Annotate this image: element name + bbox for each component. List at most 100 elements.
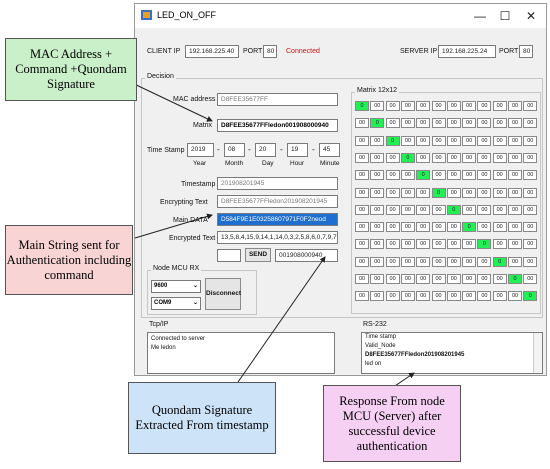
matrix-cell[interactable]: 00 [355,239,369,250]
matrix-cell[interactable]: 00 [355,170,369,181]
matrix-cell[interactable]: 00 [431,291,446,302]
matrix-cell[interactable]: 00 [508,187,522,198]
matrix-cell[interactable]: 00 [400,118,415,129]
matrix-cell[interactable]: 00 [477,152,492,163]
matrix-cell[interactable]: 00 [462,152,477,163]
matrix-cell[interactable]: 00 [492,204,507,215]
matrix-cell[interactable]: 00 [400,256,415,267]
matrix-cell[interactable]: 00 [523,222,538,233]
com-port-select[interactable]: COM9 ⌄ [151,297,201,310]
encrypting-text-field[interactable]: D8FEE35677FFledon201908201945 [217,195,338,208]
matrix-cell[interactable]: 00 [355,204,369,215]
matrix-cell[interactable]: 00 [370,256,385,267]
matrix-cell[interactable]: 00 [355,256,369,267]
matrix-cell[interactable]: 0 [416,170,431,181]
close-button[interactable]: ✕ [525,9,537,23]
matrix-cell[interactable]: 00 [508,135,522,146]
matrix-cell[interactable]: 00 [523,101,538,111]
matrix-cell[interactable]: 00 [477,170,492,181]
matrix-cell[interactable]: 00 [385,239,400,250]
ts-year-field[interactable]: 2019 [187,143,214,157]
matrix-cell[interactable]: 00 [446,152,461,163]
send-input-field[interactable] [217,249,241,262]
matrix-cell[interactable]: 00 [462,256,477,267]
matrix-cell[interactable]: 00 [523,118,538,129]
matrix-cell[interactable]: 00 [370,204,385,215]
matrix-cell[interactable]: 00 [400,291,415,302]
matrix-cell[interactable]: 00 [523,135,538,146]
mac-address-field[interactable]: D8FEE35677FF [217,93,338,106]
matrix-cell[interactable]: 00 [370,239,385,250]
matrix-cell[interactable]: 00 [385,152,400,163]
matrix-cell[interactable]: 00 [462,101,477,111]
matrix-cell[interactable]: 00 [523,274,538,284]
matrix-cell[interactable]: 00 [492,135,507,146]
matrix-cell[interactable]: 00 [355,118,369,129]
matrix-cell[interactable]: 00 [446,118,461,129]
server-ip-field[interactable]: 192.168.225.24 [438,45,496,58]
rs232-log[interactable]: Time stamp Valid_Node D8FEE35677FFledon2… [361,332,543,374]
matrix-cell[interactable]: 00 [385,170,400,181]
matrix-cell[interactable]: 00 [370,101,385,111]
matrix-cell[interactable]: 00 [370,222,385,233]
server-port-field[interactable]: 80 [519,45,533,58]
matrix-cell[interactable]: 00 [431,152,446,163]
matrix-cell[interactable]: 00 [355,274,369,284]
matrix-cell[interactable]: 00 [446,170,461,181]
matrix-cell[interactable]: 00 [477,256,492,267]
matrix-cell[interactable]: 00 [446,135,461,146]
matrix-cell[interactable]: 00 [492,101,507,111]
matrix-cell[interactable]: 00 [462,291,477,302]
matrix-cell[interactable]: 00 [400,101,415,111]
ts-month-field[interactable]: 08 [224,143,245,157]
matrix-cell[interactable]: 00 [355,222,369,233]
matrix-cell[interactable]: 0 [385,135,400,146]
matrix-cell[interactable]: 00 [385,222,400,233]
matrix-cell[interactable]: 00 [477,118,492,129]
send-button[interactable]: SEND [245,248,271,262]
matrix-cell[interactable]: 00 [355,152,369,163]
matrix-cell[interactable]: 00 [416,152,431,163]
matrix-cell[interactable]: 0 [370,118,385,129]
matrix-cell[interactable]: 00 [446,239,461,250]
tcp-log[interactable]: Connected to server Me ledon [147,332,335,374]
matrix-cell[interactable]: 00 [492,239,507,250]
ts-hour-field[interactable]: 19 [287,143,308,157]
matrix-cell[interactable]: 00 [431,101,446,111]
matrix-cell[interactable]: 00 [446,222,461,233]
matrix-cell[interactable]: 00 [462,170,477,181]
matrix-cell[interactable]: 00 [370,274,385,284]
baud-select[interactable]: 9600 ⌄ [151,280,201,293]
matrix-cell[interactable]: 0 [508,274,522,284]
matrix-cell[interactable]: 00 [431,118,446,129]
matrix-field[interactable]: D8FEE35677FFledon001908000940 [217,119,338,132]
matrix-cell[interactable]: 00 [431,135,446,146]
matrix-cell[interactable]: 00 [355,291,369,302]
matrix-cell[interactable]: 00 [508,239,522,250]
matrix-cell[interactable]: 00 [523,256,538,267]
matrix-cell[interactable]: 00 [446,101,461,111]
matrix-cell[interactable]: 00 [446,291,461,302]
matrix-cell[interactable]: 00 [400,239,415,250]
matrix-cell[interactable]: 00 [523,187,538,198]
matrix-cell[interactable]: 00 [385,256,400,267]
matrix-cell[interactable]: 0 [492,256,507,267]
matrix-cell[interactable]: 00 [462,118,477,129]
matrix-cell[interactable]: 00 [508,118,522,129]
matrix-cell[interactable]: 00 [400,222,415,233]
matrix-cell[interactable]: 00 [477,101,492,111]
matrix-cell[interactable]: 00 [385,204,400,215]
matrix-cell[interactable]: 00 [492,187,507,198]
matrix-cell[interactable]: 00 [492,170,507,181]
matrix-cell[interactable]: 00 [431,256,446,267]
matrix-cell[interactable]: 0 [523,291,538,302]
matrix-cell[interactable]: 00 [523,204,538,215]
matrix-cell[interactable]: 00 [477,291,492,302]
matrix-cell[interactable]: 00 [446,187,461,198]
disconnect-button[interactable]: Disconnect [205,278,241,310]
matrix-cell[interactable]: 00 [370,170,385,181]
matrix-cell[interactable]: 00 [477,274,492,284]
matrix-cell[interactable]: 00 [523,239,538,250]
matrix-cell[interactable]: 00 [462,239,477,250]
main-data-field[interactable]: D584F9E1E03258607971F0F2neod [217,213,338,226]
